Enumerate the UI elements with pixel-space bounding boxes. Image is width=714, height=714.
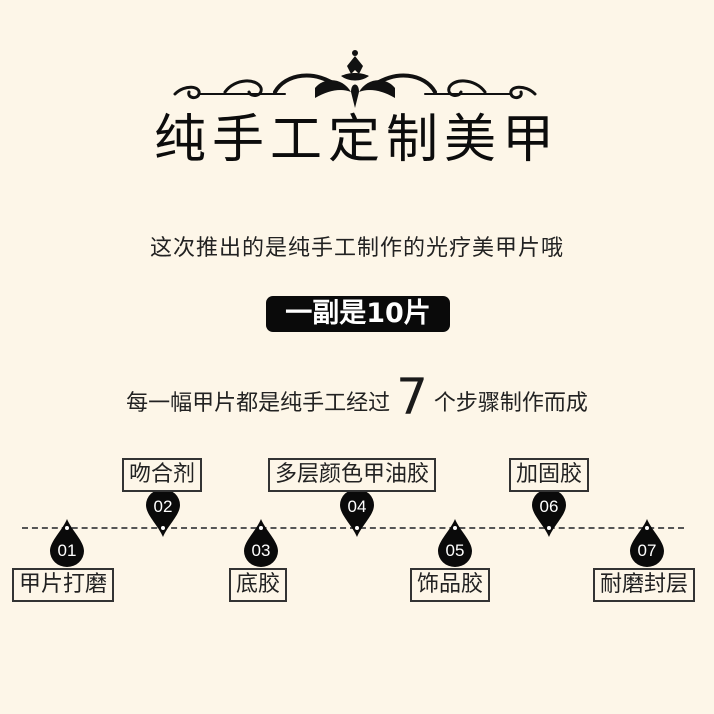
step-pin-04: 04 <box>340 489 374 537</box>
steps-count: 7 <box>396 368 428 426</box>
step-label-03: 底胶 <box>229 568 288 602</box>
step-number: 07 <box>637 541 657 560</box>
step-number: 01 <box>57 541 77 560</box>
step-pin-07: 07 <box>630 519 664 567</box>
step-label-04: 多层颜色甲油胶 <box>268 458 437 492</box>
step-number: 04 <box>347 497 367 516</box>
steps-sentence-after: 个步骤制作而成 <box>433 391 588 416</box>
subtitle: 这次推出的是纯手工制作的光疗美甲片哦 <box>149 236 564 261</box>
step-number: 05 <box>445 541 465 560</box>
step-pin-06: 06 <box>532 489 566 537</box>
step-pin-03: 03 <box>244 519 278 567</box>
step-label-02: 吻合剂 <box>122 458 203 492</box>
step-label-07: 耐磨封层 <box>593 568 696 602</box>
step-number: 03 <box>251 541 271 560</box>
steps-sentence-before: 每一幅甲片都是纯手工经过 <box>126 391 391 416</box>
page-title: 纯手工定制美甲 <box>153 110 560 170</box>
step-number: 02 <box>153 497 173 516</box>
step-label-01: 甲片打磨 <box>12 568 115 602</box>
step-label-05: 饰品胶 <box>410 568 491 602</box>
step-label-06: 加固胶 <box>509 458 590 492</box>
step-pin-05: 05 <box>438 519 472 567</box>
step-pin-02: 02 <box>146 489 180 537</box>
step-pin-01: 01 <box>50 519 84 567</box>
step-number: 06 <box>539 497 559 516</box>
flourish-ornament-icon <box>165 48 545 110</box>
pieces-badge: 一副是10片 <box>266 296 450 332</box>
